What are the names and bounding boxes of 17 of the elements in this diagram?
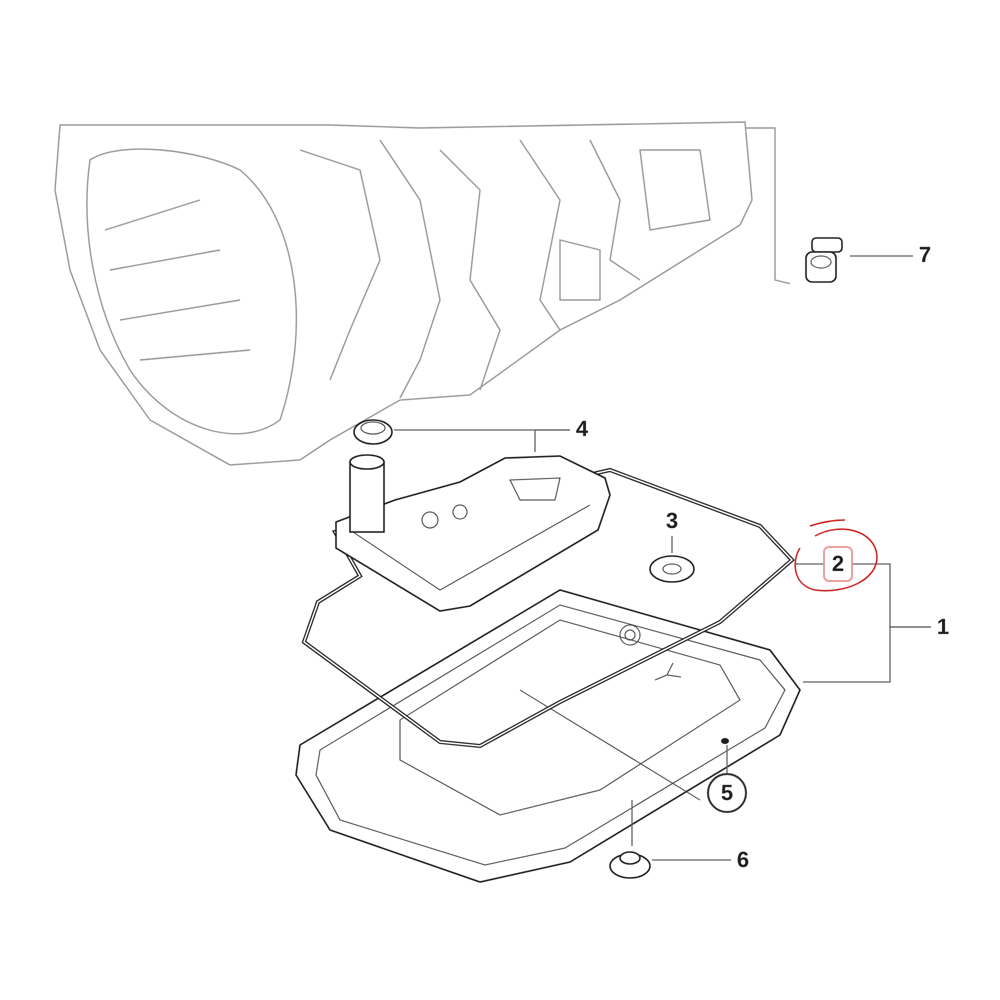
callout-number: 4 — [570, 414, 594, 444]
callout-number: 6 — [731, 845, 755, 875]
washer-drawing — [648, 553, 696, 585]
leader-line — [534, 429, 570, 452]
callout-number: 3 — [660, 506, 684, 536]
callout-number: 5 — [707, 773, 747, 813]
callout-number: 2 — [823, 546, 853, 582]
leader-line — [850, 255, 913, 257]
leader-line — [796, 563, 823, 565]
callout-number: 1 — [931, 612, 955, 642]
leader-line — [671, 536, 673, 553]
leader-line — [726, 745, 728, 773]
leader-line — [803, 626, 931, 683]
leader-line — [631, 800, 633, 846]
seal-ring-drawing — [352, 416, 394, 446]
callout-number: 7 — [913, 240, 937, 270]
leader-line — [652, 859, 731, 861]
